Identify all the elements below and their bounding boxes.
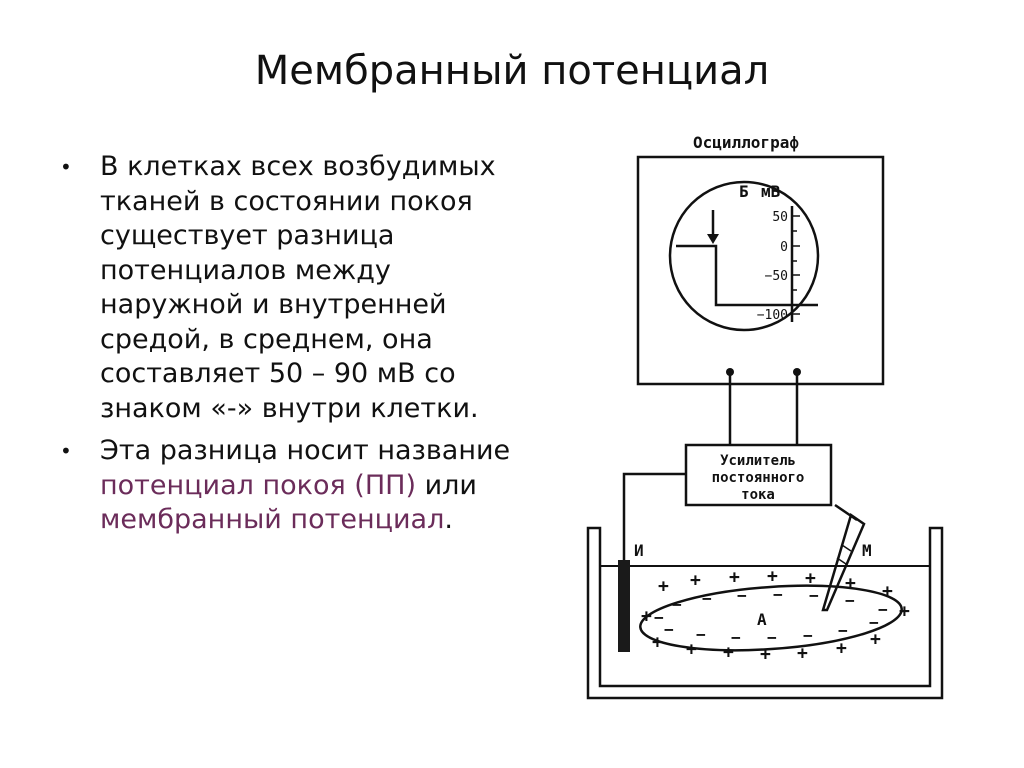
term-resting-potential: потенциал покоя (ПП)	[100, 469, 416, 501]
stimulus-arrow-head	[707, 234, 719, 244]
term-membrane-potential: мембранный потенциал	[100, 504, 445, 535]
scale-tick-minus50: −50	[765, 269, 788, 284]
amplifier-label-2: постоянного	[712, 470, 805, 486]
svg-text:−: −	[773, 585, 783, 604]
svg-text:+: +	[658, 576, 669, 597]
scale-tick-50: 50	[772, 210, 788, 225]
svg-text:+: +	[899, 601, 910, 622]
inner-negative-charges: −−− −−− −−− −−− −−−	[654, 585, 888, 647]
scale-ticks	[792, 215, 800, 315]
svg-text:−: −	[845, 591, 855, 610]
svg-text:−: −	[767, 628, 777, 647]
svg-text:+: +	[805, 568, 816, 589]
amplifier-label-1: Усилитель	[720, 453, 796, 469]
svg-text:−: −	[672, 595, 682, 614]
svg-text:−: −	[878, 600, 888, 619]
svg-text:+: +	[686, 639, 697, 660]
svg-text:+: +	[882, 581, 893, 602]
amplifier-label-3: тока	[741, 487, 775, 503]
svg-text:−: −	[809, 586, 819, 605]
potential-trace	[676, 244, 818, 307]
svg-text:+: +	[797, 643, 808, 664]
svg-text:+: +	[836, 638, 847, 659]
svg-text:−: −	[702, 589, 712, 608]
svg-text:−: −	[731, 628, 741, 647]
scale-letter: Б	[739, 182, 749, 201]
svg-text:+: +	[845, 573, 856, 594]
outer-positive-charges: +++ +++ +++ +++ +++ +	[641, 566, 910, 665]
microelectrode-label: М	[862, 541, 872, 560]
bullet-dot: •	[60, 155, 72, 179]
svg-text:−: −	[654, 608, 664, 627]
svg-text:+: +	[767, 566, 778, 587]
bullet-text-2-suffix: .	[444, 504, 453, 535]
microelectrode-marking	[841, 544, 852, 552]
svg-text:+: +	[760, 644, 771, 665]
reference-electrode	[618, 560, 630, 652]
oscillograph-label: Осциллограф	[693, 133, 799, 152]
reference-electrode-label: И	[634, 541, 644, 560]
bullet-list: • В клетках всех возбудимых тканей в сос…	[60, 150, 540, 546]
svg-text:+: +	[870, 629, 881, 650]
terminal-dot	[793, 368, 801, 376]
svg-text:+: +	[641, 606, 652, 627]
microelectrode	[821, 512, 866, 612]
oscillograph-frame	[636, 155, 885, 386]
svg-text:−: −	[737, 586, 747, 605]
oscillograph-screen	[668, 180, 820, 332]
bullet-text-2-mid: или	[415, 469, 477, 501]
wire-reference	[622, 472, 686, 560]
bullet-item-1: • В клетках всех возбудимых тканей в сос…	[60, 150, 540, 426]
svg-text:−: −	[869, 613, 879, 632]
bullet-dot: •	[60, 439, 72, 463]
vessel	[586, 526, 944, 700]
svg-text:−: −	[838, 621, 848, 640]
cell	[639, 584, 903, 652]
svg-text:+: +	[652, 632, 663, 653]
svg-text:+: +	[690, 570, 701, 591]
slide-title: Мембранный потенциал	[254, 48, 770, 94]
bullet-text-2-prefix: Эта разница носит название	[100, 435, 511, 466]
scale-tick-0: 0	[780, 240, 788, 255]
cell-label: А	[757, 610, 767, 629]
scale-unit: мВ	[761, 182, 781, 201]
svg-text:+: +	[729, 567, 740, 588]
bullet-item-2: • Эта разница носит название потенциал п…	[60, 434, 540, 538]
svg-text:+: +	[723, 642, 734, 663]
svg-text:−: −	[803, 626, 813, 645]
svg-text:−: −	[664, 620, 674, 639]
terminal-dot	[726, 368, 734, 376]
scale-tick-minus100: −100	[757, 308, 788, 323]
bullet-text-1: В клетках всех возбудимых тканей в состо…	[100, 151, 496, 424]
svg-text:−: −	[696, 625, 706, 644]
microelectrode-marking	[836, 557, 847, 565]
